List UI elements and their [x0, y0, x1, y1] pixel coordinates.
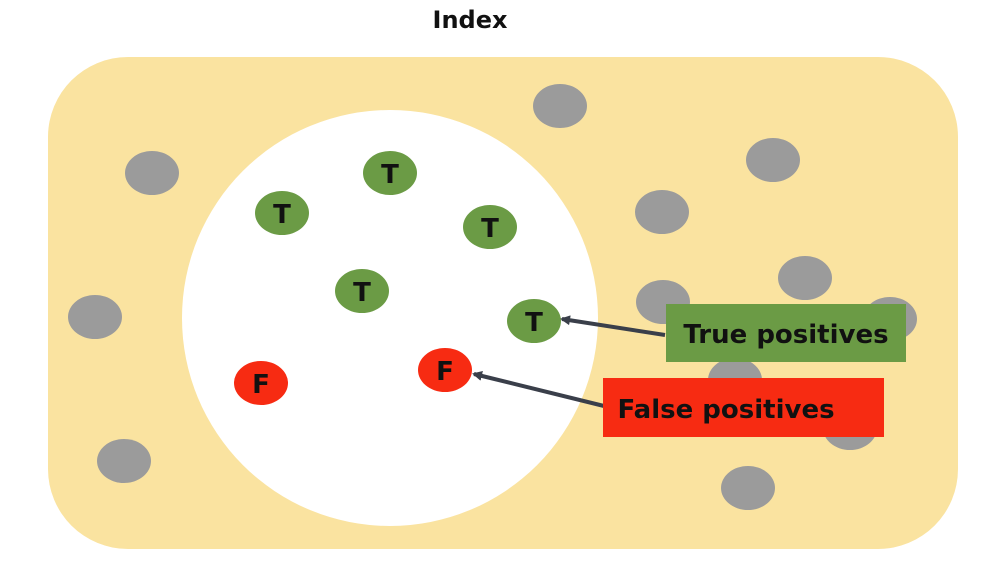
false-dot-letter: F [252, 370, 270, 400]
document-dot [97, 439, 151, 483]
true-dot-letter: T [481, 214, 499, 244]
true-positives-label: True positives [683, 320, 888, 350]
true-positives-arrow [560, 315, 666, 337]
document-dot [778, 256, 832, 300]
true-positives-callout: True positives [666, 304, 906, 362]
false-dot: F [418, 348, 472, 392]
document-dot [746, 138, 800, 182]
document-dot [635, 190, 689, 234]
false-positives-arrow [472, 371, 605, 408]
other-documents [68, 84, 917, 510]
true-dot-letter: T [381, 160, 399, 190]
true-documents: T T T T T [255, 151, 561, 343]
true-dot: T [507, 299, 561, 343]
true-dot-letter: T [353, 278, 371, 308]
true-dot: T [463, 205, 517, 249]
true-dot-letter: T [525, 308, 543, 338]
true-dot-letter: T [273, 200, 291, 230]
false-documents: F F [234, 348, 472, 405]
false-positives-callout: False positives [603, 378, 884, 437]
true-dot: T [363, 151, 417, 195]
false-positives-label: False positives [617, 395, 834, 425]
document-dot [68, 295, 122, 339]
true-dot: T [335, 269, 389, 313]
false-dot: F [234, 361, 288, 405]
true-dot: T [255, 191, 309, 235]
document-dot [125, 151, 179, 195]
document-dot [721, 466, 775, 510]
diagram-title: Index [432, 6, 508, 34]
document-dot [533, 84, 587, 128]
false-dot-letter: F [436, 357, 454, 387]
